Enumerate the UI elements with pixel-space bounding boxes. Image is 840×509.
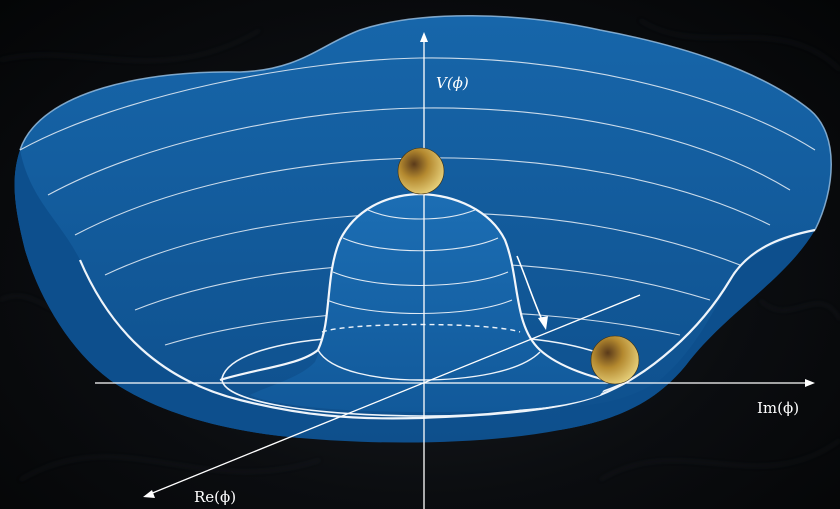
v-axis-arrowhead [420,32,428,42]
hump-contour-lines [326,209,513,315]
hump-base-ring [317,349,541,381]
im-axis-label: Im(ϕ) [757,399,799,417]
re-axis-label: Re(ϕ) [194,488,236,506]
bowl-front-right-wall [560,230,815,430]
v-axis-label: V(ϕ) [436,74,469,92]
central-hump [250,194,610,412]
im-axis-arrowhead [805,379,815,387]
re-axis-line [149,294,641,495]
axis-arrowheads [143,32,815,498]
axes [95,38,808,509]
motion-arrow-icon [516,255,548,330]
bottom-ball-icon [590,335,640,385]
re-axis-arrowhead [143,490,155,498]
bowl-rim [19,15,832,231]
top-ball-icon [397,147,445,195]
bowl-front-left-wall [14,150,300,438]
hump-base-dashed-ring [321,323,521,333]
